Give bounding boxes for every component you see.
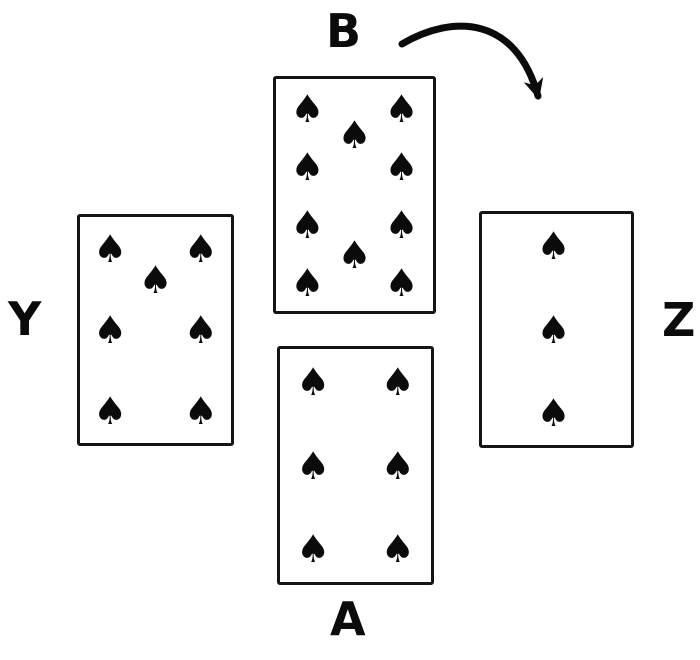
spade-pip: ♠ — [384, 203, 419, 248]
spade-pip: ♠ — [380, 443, 415, 488]
spade-pip: ♠ — [384, 261, 419, 306]
card-y-label: Y — [8, 292, 42, 346]
card-a-six-of-spades: ♠ ♠ ♠ ♠ ♠ ♠ — [277, 346, 434, 585]
spade-pip: ♠ — [183, 226, 218, 271]
spade-pip: ♠ — [93, 226, 128, 271]
spade-pip: ♠ — [536, 390, 571, 435]
spade-pip: ♠ — [290, 261, 325, 306]
spade-pip: ♠ — [290, 203, 325, 248]
spade-pip: ♠ — [138, 258, 173, 303]
card-b-label: B — [326, 4, 362, 58]
spade-pip: ♠ — [183, 389, 218, 434]
spade-pip: ♠ — [380, 527, 415, 572]
spade-pip: ♠ — [337, 233, 372, 278]
spade-pip: ♠ — [296, 443, 331, 488]
spade-pip: ♠ — [384, 87, 419, 132]
curved-arrow-icon — [398, 22, 544, 100]
spade-pip: ♠ — [337, 112, 372, 157]
spade-pip: ♠ — [296, 527, 331, 572]
spade-pip: ♠ — [93, 308, 128, 352]
card-z-three-of-spades: ♠ ♠ ♠ — [479, 211, 634, 448]
card-a-label: A — [330, 592, 366, 646]
card-y-seven-of-spades: ♠♠♠♠♠♠♠ — [77, 214, 234, 446]
spade-pip: ♠ — [290, 87, 325, 132]
spade-pip: ♠ — [536, 307, 571, 352]
spade-pip: ♠ — [296, 359, 331, 404]
spade-pip: ♠ — [290, 145, 325, 190]
card-z-label: Z — [662, 293, 696, 347]
spade-pip: ♠ — [536, 224, 571, 269]
spade-pip: ♠ — [93, 389, 128, 434]
card-b-ten-of-spades: ♠ ♠ ♠ ♠ ♠ ♠ ♠ ♠ ♠ ♠ — [273, 76, 436, 314]
spade-pip: ♠ — [384, 145, 419, 190]
spade-pip: ♠ — [380, 359, 415, 404]
spade-pip: ♠ — [183, 308, 218, 352]
